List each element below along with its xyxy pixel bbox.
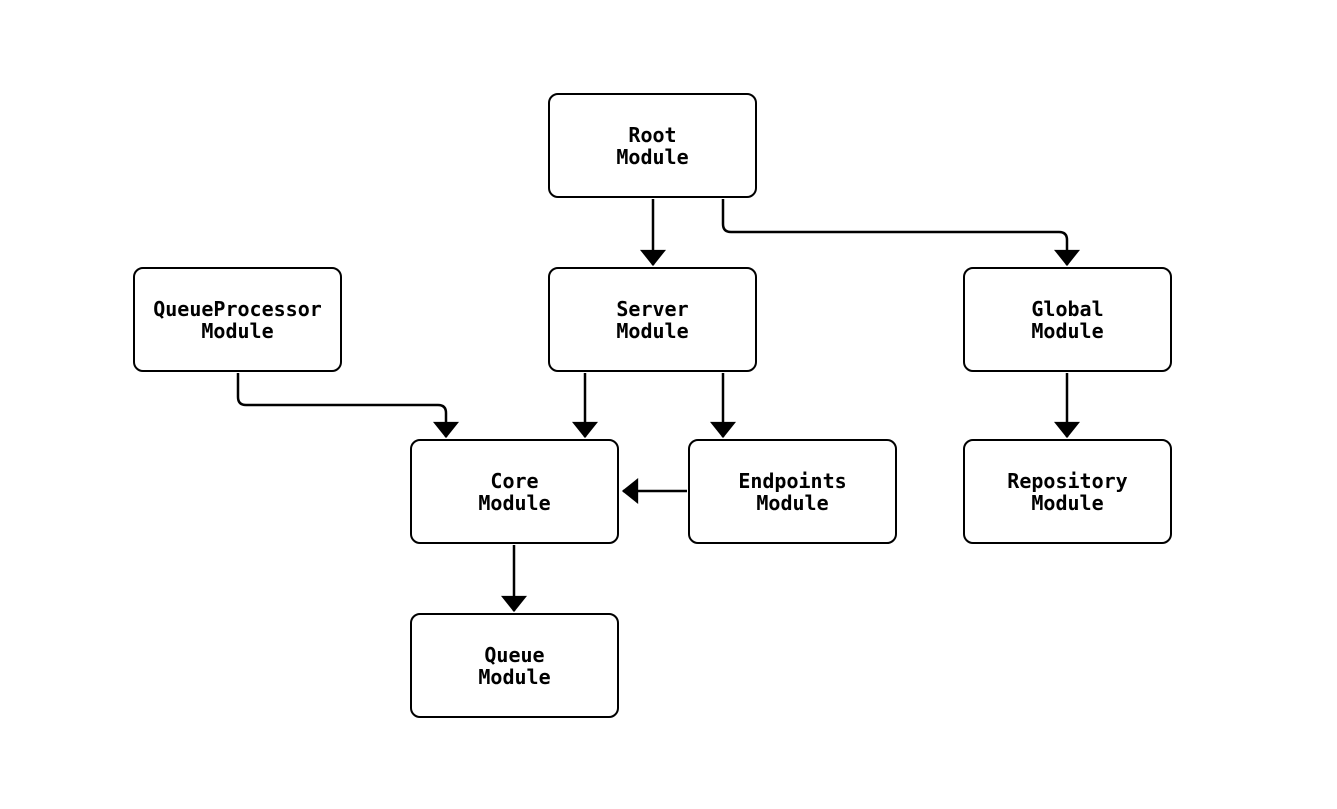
node-repository-module: Repository Module xyxy=(963,439,1172,544)
node-server-module: Server Module xyxy=(548,267,757,372)
node-root-module: Root Module xyxy=(548,93,757,198)
edge-queueprocessor-to-core xyxy=(236,373,459,439)
edge-root-to-global xyxy=(721,199,1080,267)
node-queue-module: Queue Module xyxy=(410,613,619,718)
node-core-module: Core Module xyxy=(410,439,619,544)
node-endpoints-module: Endpoints Module xyxy=(688,439,897,544)
node-global-module: Global Module xyxy=(963,267,1172,372)
node-queueprocessor-module: QueueProcessor Module xyxy=(133,267,342,372)
